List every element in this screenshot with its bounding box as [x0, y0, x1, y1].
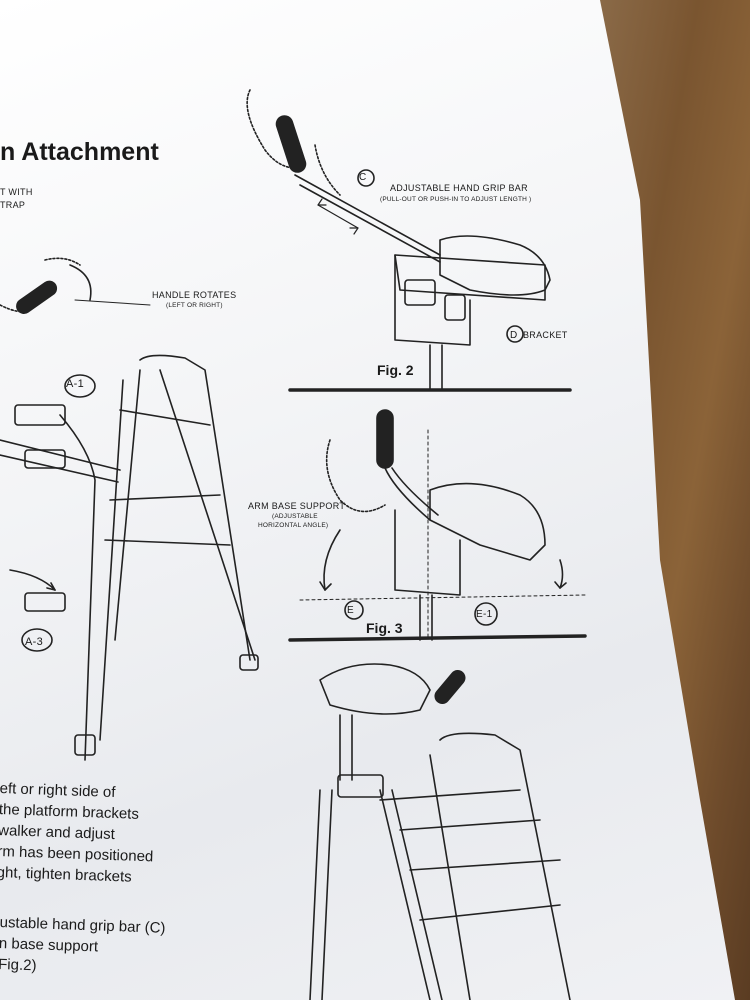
- arm-base-sub-1: (ADJUSTABLE: [272, 513, 318, 520]
- marker-a1: A-1: [66, 378, 85, 390]
- fig2-grip-bar-drawing: [246, 89, 551, 391]
- handle-rotates-label: HANDLE ROTATES: [152, 290, 237, 300]
- arm-base-sub-2: HORIZONTAL ANGLE): [258, 522, 329, 529]
- handle-rotates-sub: (LEFT OR RIGHT): [166, 302, 223, 309]
- fig2-label: Fig. 2: [377, 362, 414, 378]
- left-walker-drawing: [0, 354, 259, 761]
- left-note-line-2: TRAP: [0, 200, 26, 210]
- grip-bar-sub: (PULL-OUT OR PUSH-IN TO ADJUST LENGTH ): [380, 196, 532, 203]
- marker-d: D: [510, 330, 518, 341]
- marker-e: E: [347, 605, 354, 616]
- marker-e1: E-1: [476, 609, 493, 620]
- arm-base-label: ARM BASE SUPPORT: [248, 501, 346, 511]
- marker-c: C: [359, 172, 367, 183]
- bracket-label: BRACKET: [523, 330, 568, 340]
- fig3-label: Fig. 3: [366, 620, 403, 636]
- left-note-line-1: T WITH: [0, 187, 33, 197]
- page-title: n Attachment: [0, 138, 159, 166]
- marker-a3: A-3: [25, 636, 44, 648]
- grip-bar-label: ADJUSTABLE HAND GRIP BAR: [390, 183, 528, 193]
- fig3-arm-base-drawing: [299, 409, 586, 641]
- walker-with-attachment-drawing: [309, 663, 571, 1000]
- handle-rotates-drawing: [0, 257, 151, 314]
